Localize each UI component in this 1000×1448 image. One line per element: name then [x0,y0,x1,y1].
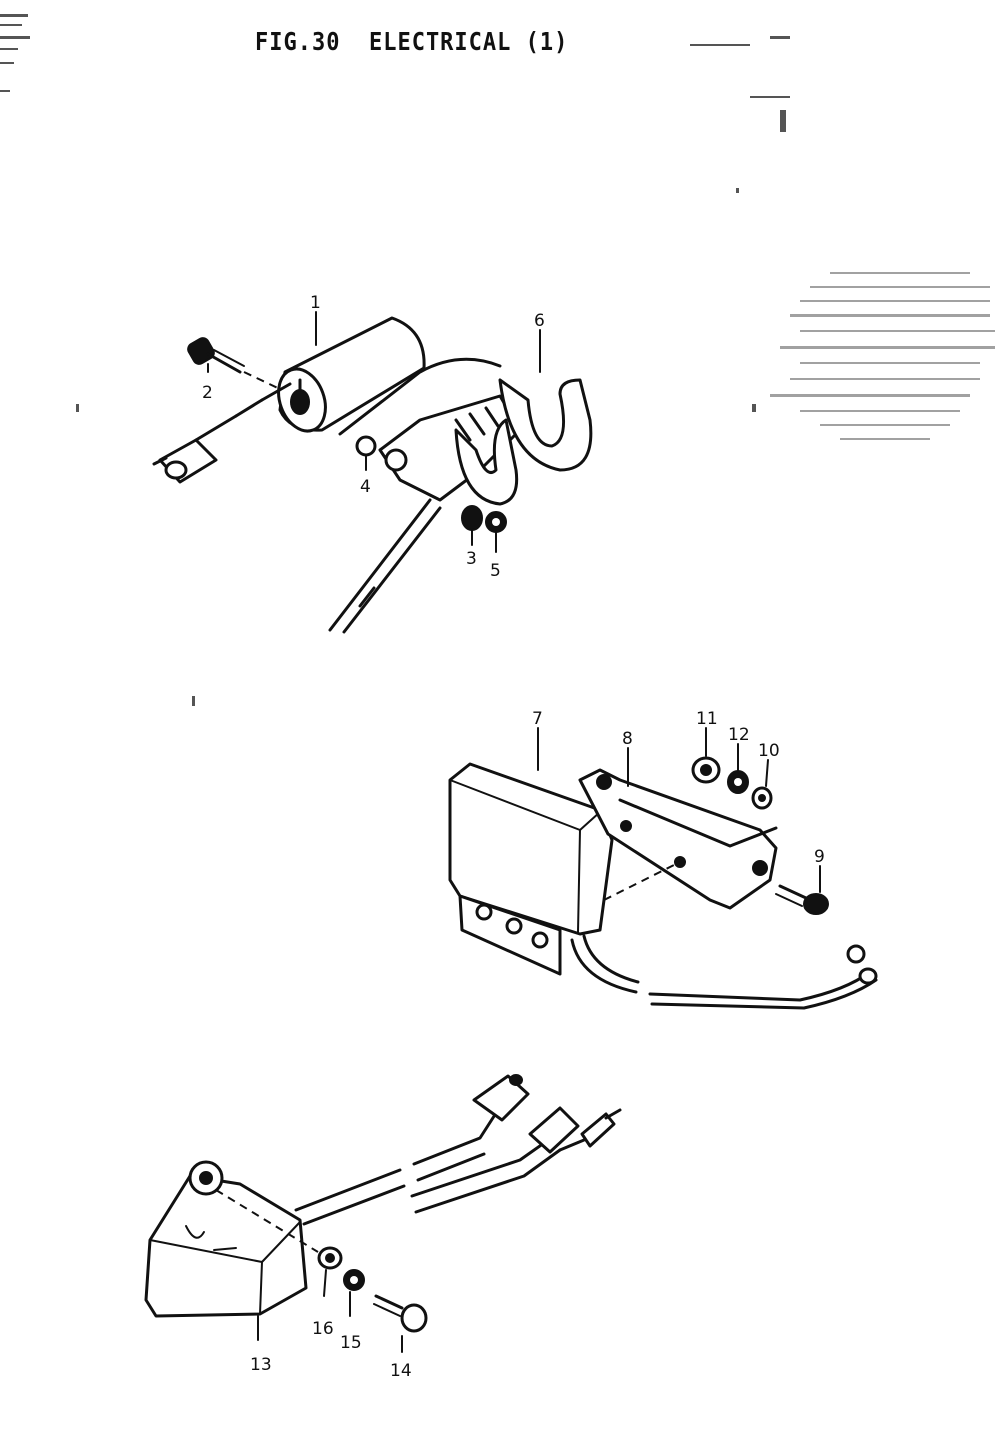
callout-11: 11 [696,709,718,757]
cdi-unit-group: 13 14 15 16 [144,1074,622,1381]
callout-8: 8 [622,729,633,787]
spark-plug-cap [152,382,292,484]
callout-10: 10 [758,741,780,787]
callout-label-11: 11 [696,709,718,729]
callout-3: 3 [466,529,477,569]
callout-label-12: 12 [728,725,750,745]
callout-label-4: 4 [360,477,371,497]
bolt-14 [373,1294,428,1333]
callout-label-14: 14 [390,1361,412,1381]
callout-label-16: 16 [312,1319,334,1339]
ignition-coil [277,316,426,433]
callout-label-1: 1 [310,293,321,313]
callout-label-15: 15 [340,1333,362,1353]
nut-5 [485,511,507,533]
callout-label-3: 3 [466,549,477,569]
lock-washer-12 [727,770,749,794]
callout-4: 4 [360,454,371,497]
high-tension-cable [328,498,442,634]
strap-band-6 [454,378,593,506]
callout-9: 9 [814,847,825,893]
bolt-9 [775,884,829,915]
callout-15: 15 [340,1291,362,1353]
regulator-bracket [578,768,778,910]
callout-label-13: 13 [250,1355,272,1375]
callout-label-7: 7 [532,709,543,729]
washer-16 [215,1189,343,1270]
callout-14: 14 [390,1335,412,1381]
callout-2: 2 [202,363,213,403]
callout-label-8: 8 [622,729,633,749]
callout-label-2: 2 [202,383,213,403]
washer-10 [751,786,773,810]
callout-12: 12 [728,725,750,771]
callout-label-9: 9 [814,847,825,867]
voltage-regulator [448,762,614,976]
bolt-2 [187,337,283,391]
callout-label-10: 10 [758,741,780,761]
callout-7: 7 [532,709,543,771]
regulator-group: 7 8 9 10 11 12 [448,709,878,1010]
regulator-wiring [570,934,878,1010]
collar-3 [461,505,483,531]
ignition-coil-group: 1 2 3 4 5 6 [152,293,593,634]
callout-16: 16 [312,1269,334,1339]
callout-1: 1 [310,293,321,346]
cdi-unit [144,1160,308,1318]
callout-13: 13 [250,1315,272,1375]
spacer-4 [355,435,377,457]
callout-6: 6 [534,311,545,373]
callout-label-6: 6 [534,311,545,331]
callout-5: 5 [490,531,501,581]
nut-11 [691,756,721,784]
scan-noise [0,14,995,706]
cdi-wiring-harness [294,1074,622,1226]
figure-title: FIG.30 ELECTRICAL (1) [255,28,569,57]
lock-washer-15 [343,1269,365,1291]
callout-label-5: 5 [490,561,501,581]
